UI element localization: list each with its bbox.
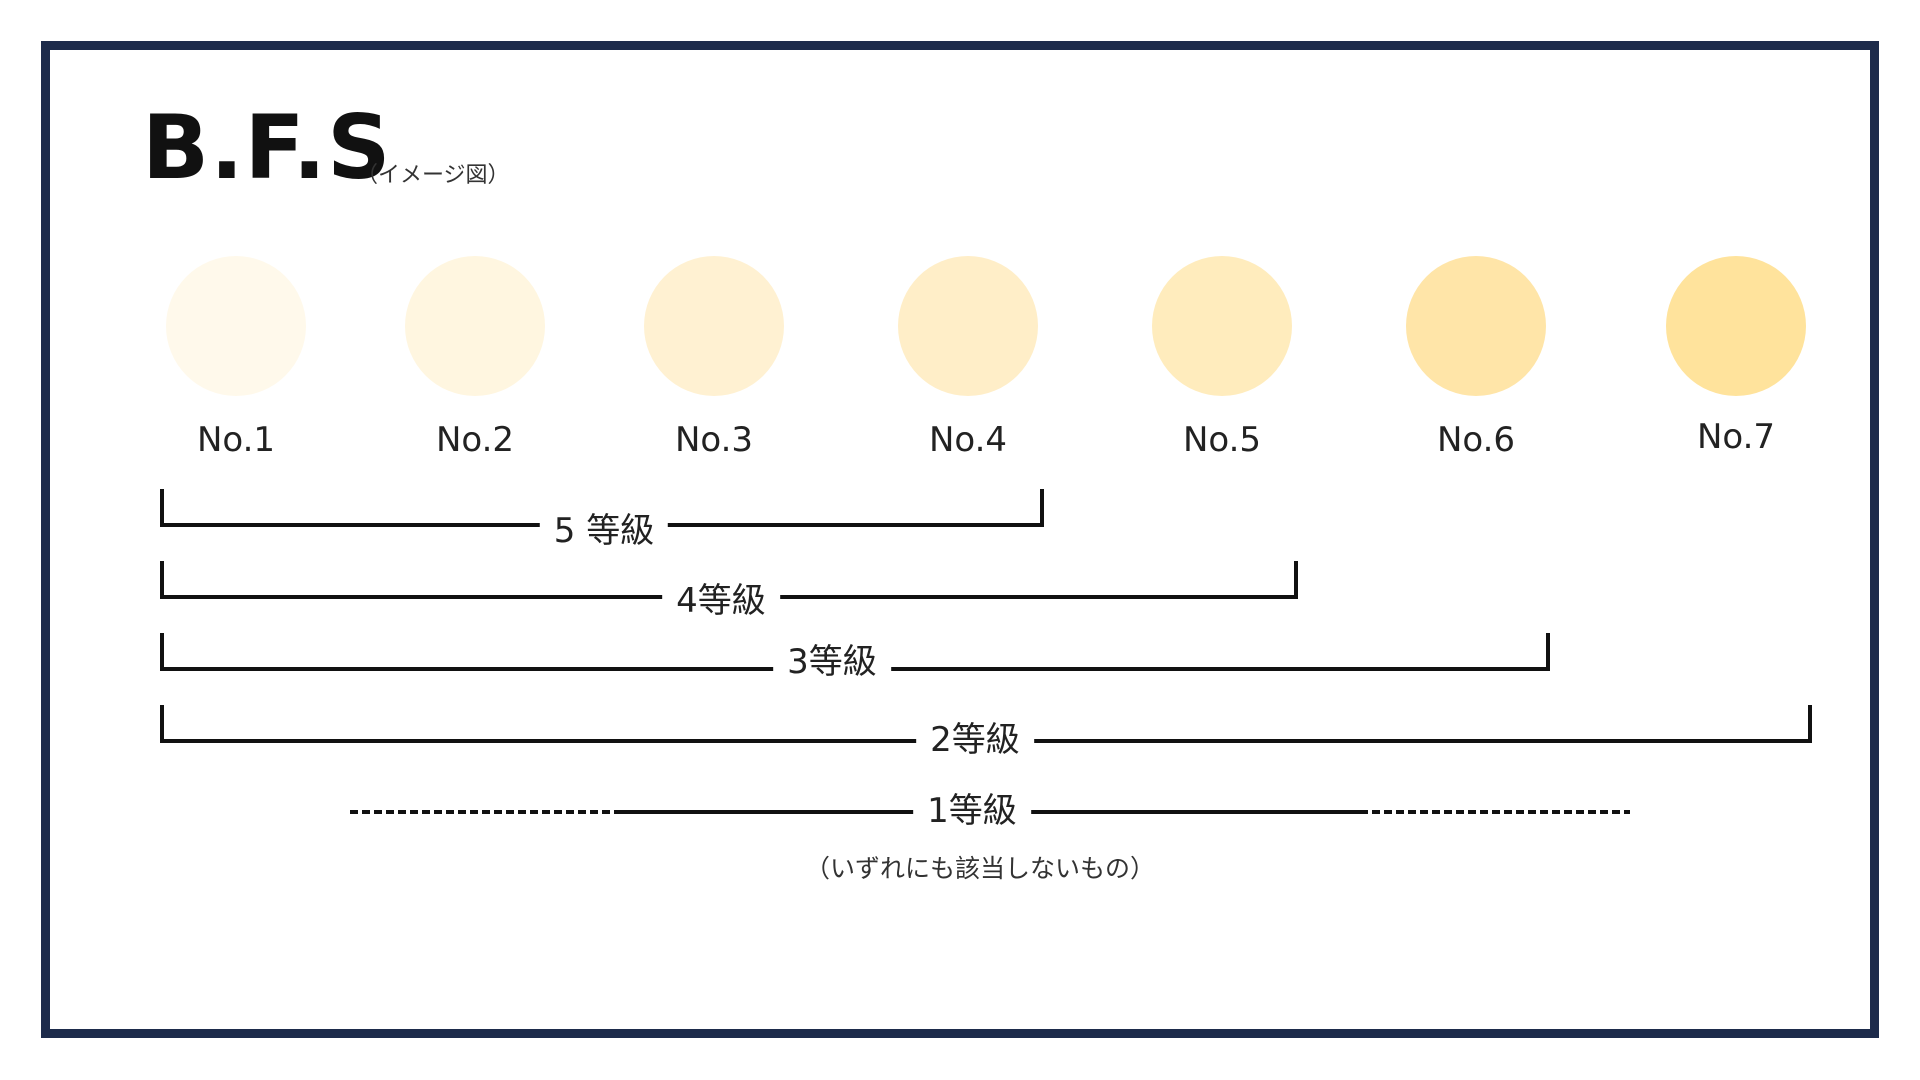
grade-4-label: 4等級 [662, 584, 780, 618]
swatch-label-1: No.1 [196, 420, 276, 460]
grade-1-note: （いずれにも該当しないもの） [804, 854, 1156, 883]
swatch-label-2: No.2 [435, 420, 515, 460]
swatch-circle-1 [166, 256, 306, 396]
swatch-label-5: No.5 [1182, 420, 1262, 460]
swatch-circle-6 [1406, 256, 1546, 396]
swatch-circle-5 [1152, 256, 1292, 396]
swatch-label-7: No.7 [1696, 417, 1776, 457]
swatch-label-6: No.6 [1436, 420, 1516, 460]
swatch-circle-7 [1666, 256, 1806, 396]
swatch-circle-3 [644, 256, 784, 396]
swatch-label-3: No.3 [674, 420, 754, 460]
slide-frame [41, 41, 1879, 1038]
diagram-title: B.F.S [142, 96, 392, 199]
grade-2-label: 2等級 [916, 723, 1034, 757]
grade-1-label: 1等級 [913, 794, 1031, 828]
grade-5-label: 5 等級 [539, 514, 669, 548]
diagram-subtitle: （イメージ図） [356, 163, 510, 188]
swatch-circle-4 [898, 256, 1038, 396]
grade-3-label: 3等級 [773, 645, 891, 679]
swatch-label-4: No.4 [928, 420, 1008, 460]
swatch-circle-2 [405, 256, 545, 396]
